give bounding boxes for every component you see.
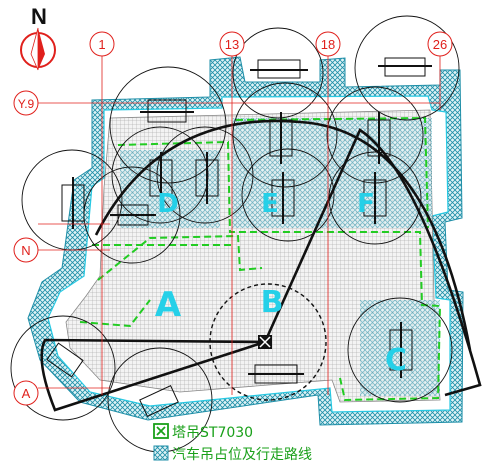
legend: 塔吊ST7030 汽车吊占位及行走路线 [153, 423, 312, 463]
axis-row-a: A [22, 386, 31, 401]
legend-tower-crane: 塔吊ST7030 [153, 423, 253, 441]
crane-coverage-circles [10, 15, 460, 453]
legend-tower-crane-label: 塔吊ST7030 [172, 425, 253, 441]
north-arrow-icon: N [20, 4, 56, 71]
legend-crane-path: 汽车吊占位及行走路线 [153, 445, 312, 463]
zone-label-d: D [157, 189, 179, 219]
zone-outlines [79, 116, 442, 402]
zone-label-b: B [261, 285, 284, 320]
building-footprint [65, 109, 441, 403]
axis-row-y9: Y.9 [18, 97, 35, 111]
axis-lines [38, 56, 441, 395]
axis-col-13: 13 [225, 37, 239, 52]
crane-boom-lines [40, 119, 482, 412]
axis-col-1: 1 [98, 37, 105, 52]
axis-col-26: 26 [433, 37, 447, 52]
axis-col-18: 18 [321, 37, 335, 52]
zone-label-e: E [261, 189, 279, 219]
row-axis-markers: Y.9 N A [13, 90, 39, 406]
tower-crane-icon [258, 335, 272, 349]
zone-label-a: A [155, 285, 182, 325]
crane-positions [46, 57, 432, 418]
zone-labels: A B C D E F [155, 189, 407, 378]
zone-label-c: C [385, 343, 407, 378]
zone-label-f: F [357, 189, 375, 219]
legend-crane-path-label: 汽车吊占位及行走路线 [172, 446, 312, 463]
north-label: N [31, 4, 47, 29]
axis-row-n: N [21, 243, 30, 258]
column-axis-markers: 1 13 18 26 [89, 31, 453, 57]
